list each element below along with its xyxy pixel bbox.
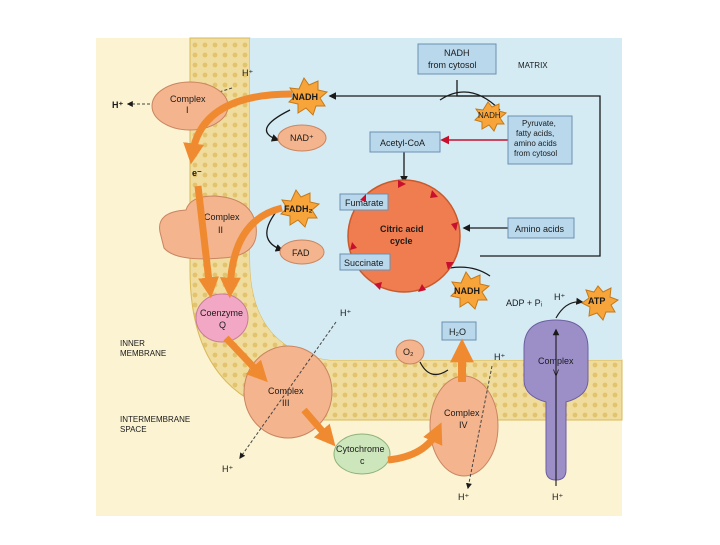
succinate-box — [339, 253, 391, 271]
h-plus-c1-top: H⁺ — [242, 68, 253, 78]
cytochrome-c-label-1: Cytochrome — [336, 444, 385, 454]
complex-iii-label-1: Complex — [268, 386, 304, 396]
coenzyme-q-label-1: Coenzyme — [200, 308, 243, 318]
acetyl-coa-box — [369, 131, 441, 153]
cycle-label-2: cycle — [390, 236, 413, 246]
electron-flow-cytc-to-c4 — [387, 422, 443, 464]
fumarate-label: Fumarate — [345, 198, 384, 208]
nadh-cytosol-label-1: NADH — [444, 48, 470, 58]
pyruvate-label-2: fatty acids, — [516, 129, 554, 138]
complex-iv-label-2: IV — [459, 420, 468, 430]
nadh-burst-main — [288, 77, 329, 116]
pyruvate-label-4: from cytosol — [514, 149, 557, 158]
fadh2-burst — [280, 189, 321, 228]
nadh-burst-cytosol — [474, 101, 508, 132]
nad-plus-label: NAD⁺ — [290, 133, 314, 143]
amino-acids-box — [507, 217, 575, 239]
h-plus-c3-dashed — [239, 321, 337, 459]
pyruvate-label-1: Pyruvate, — [522, 119, 556, 128]
complex-iii-label-2: III — [282, 398, 290, 408]
cycle-to-nadh-curve — [439, 91, 501, 111]
inner-membrane-label-2: MEMBRANE — [120, 349, 166, 358]
nadh-burst-cycle — [450, 271, 491, 310]
h-plus-c4-top: H⁺ — [494, 352, 505, 362]
fad-molecule — [279, 239, 325, 265]
nadh-cytosol-label-2: from cytosol — [428, 60, 477, 70]
fadh2-label: FADH₂ — [284, 204, 313, 214]
complex-ii-label-1: Complex — [204, 212, 240, 222]
electron-flow-fadh2-to-q — [219, 204, 283, 299]
h-plus-c5-bottom: H⁺ — [552, 492, 563, 502]
o2-molecule — [395, 339, 425, 365]
atp-burst — [581, 285, 620, 321]
electron-flow-c3-to-cytc — [301, 407, 336, 447]
nadh-label-cycle: NADH — [454, 286, 480, 296]
succinate-label: Succinate — [344, 258, 384, 268]
inner-membrane-label-1: INNER — [120, 339, 145, 348]
coenzyme-q-label-2: Q — [219, 320, 226, 330]
fad-label: FAD — [292, 248, 310, 258]
complex-iv-label-1: Complex — [444, 408, 480, 418]
matrix-label: MATRIX — [518, 61, 548, 70]
cytochrome-c — [333, 433, 391, 475]
electron-flow-c1-to-q — [194, 185, 219, 299]
fadh2-to-fad-curve — [266, 211, 284, 252]
intermembrane-label-2: SPACE — [120, 425, 147, 434]
adp-pi-label: ADP + Pᵢ — [506, 298, 542, 308]
complex-i — [151, 81, 229, 131]
nadh-to-nadplus-curve — [265, 109, 291, 142]
nad-plus-molecule — [277, 124, 327, 152]
cycle-arrowheads — [350, 180, 458, 292]
acetyl-coa-label: Acetyl-CoA — [380, 138, 425, 148]
nadh-label-main: NADH — [292, 92, 318, 102]
h-plus-c4-bottom: H⁺ — [458, 492, 469, 502]
atp-synthesis-curve — [555, 297, 584, 319]
h-plus-c3-bottom: H⁺ — [222, 464, 233, 474]
cycle-label-1: Citric acid — [380, 224, 424, 234]
pyruvate-box — [507, 115, 573, 165]
amino-acids-label: Amino acids — [515, 224, 565, 234]
h-plus-c1-left: H⁺ — [112, 100, 123, 110]
h-plus-c4-dashed — [465, 365, 493, 490]
electron-flow-nadh-to-complex-i — [183, 90, 293, 165]
electron-flow-q-to-c3 — [223, 335, 268, 383]
h-plus-c5-top: H⁺ — [554, 292, 565, 302]
complex-ii-label-2: II — [218, 225, 223, 235]
cytochrome-c-label-2: c — [360, 456, 365, 466]
intermembrane-label-1: INTERMEMBRANE — [120, 415, 190, 424]
electron-label: e⁻ — [192, 168, 202, 178]
h2o-label: H₂O — [449, 327, 466, 337]
atp-label: ATP — [588, 296, 605, 306]
pyruvate-label-3: amino acids — [514, 139, 557, 148]
coenzyme-q — [195, 293, 249, 343]
complex-i-label-2: I — [186, 105, 189, 115]
complex-i-label-1: Complex — [170, 94, 206, 104]
fumarate-box — [339, 193, 389, 211]
nadh-label-cytosol: NADH — [478, 111, 501, 120]
nadh-cytosol-box — [417, 43, 497, 75]
nadh-cytosol-return-line — [456, 80, 601, 257]
o2-to-water-curve — [419, 361, 449, 376]
h-plus-c3-top: H⁺ — [340, 308, 351, 318]
o2-label: O₂ — [403, 347, 414, 357]
